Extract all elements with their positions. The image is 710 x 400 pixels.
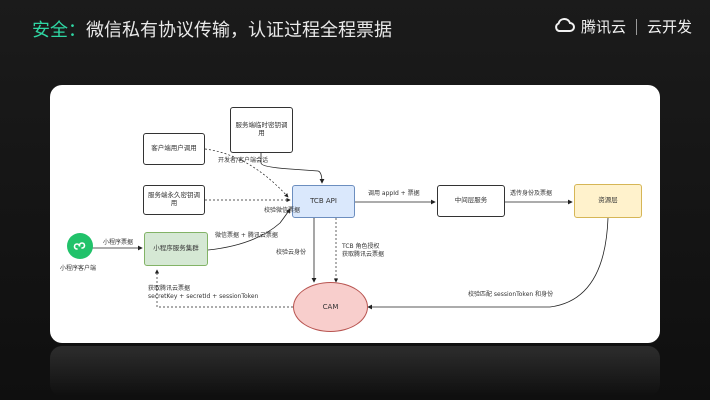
- edge-label-wx-ticket: 微信票据 + 腾讯云票据: [215, 232, 278, 239]
- node-cam: CAM: [293, 282, 368, 332]
- title-separator: ：: [68, 20, 86, 41]
- node-server-temp-key: 服务端临时密钥调用: [230, 107, 293, 153]
- brand-product: 云开发: [646, 18, 692, 36]
- brand-divider: [635, 18, 637, 35]
- edge-label-verify-session: 校验匹配 sessionToken 和身份: [468, 291, 554, 298]
- node-mp-cluster: 小程序服务集群: [144, 232, 208, 266]
- node-client-user-call: 客户端用户调用: [143, 133, 205, 165]
- edge-label-pass-identity: 透传身份及票据: [510, 190, 553, 197]
- title-prefix: 安全: [32, 20, 68, 41]
- node-server-perm-key: 服务端永久密钥调用: [143, 185, 205, 215]
- node-resource-layer: 资源层: [574, 184, 642, 218]
- client-label: 小程序客户端: [60, 265, 97, 272]
- edge-label-tcb-role: TCB 角色授权: [342, 243, 380, 250]
- edge-label-get-cloud: 获取腾讯云票据: [148, 285, 191, 292]
- edge-label-verify-ticket: 校验微信票据: [264, 207, 301, 214]
- edge-client-user-to-tcb: [204, 148, 289, 198]
- diagram-connectors: [80, 148, 609, 310]
- edge-label-tcb-role-2: 获取腾讯云票据: [342, 251, 385, 258]
- edge-label-mp-ticket: 小程序票据: [103, 239, 134, 246]
- brand-logo: 腾讯云 云开发: [553, 16, 692, 37]
- cloud-logo-icon: [553, 17, 575, 37]
- edge-label-verify-cloud: 校验云身份: [276, 249, 307, 256]
- mini-program-icon: [67, 233, 93, 259]
- edge-label-get-cloud-2: secretKey + secretId + sessionToken: [148, 293, 259, 300]
- edge-resource-to-cam: [367, 217, 609, 310]
- node-tcb-api: TCB API: [292, 185, 355, 218]
- slide-title: 安全：微信私有协议传输，认证过程全程票据: [32, 16, 392, 42]
- edge-cam-to-mp: [154, 269, 293, 308]
- edge-label-dev-session: 开发者/客户端会话: [218, 157, 269, 164]
- card-reflection: [50, 346, 660, 396]
- edge-label-call-appid: 调用 appId + 票据: [368, 190, 420, 197]
- brand-name: 腾讯云: [580, 18, 626, 36]
- diagram-card: 服务端临时密钥调用 客户端用户调用 服务端永久密钥调用 TCB API 中间层服…: [50, 85, 660, 343]
- edge-server-temp-to-tcb: [260, 153, 325, 184]
- edge-mp-to-tcb: [207, 208, 291, 251]
- title-text: 微信私有协议传输，认证过程全程票据: [86, 20, 392, 41]
- node-middle-service: 中间层服务: [437, 185, 505, 217]
